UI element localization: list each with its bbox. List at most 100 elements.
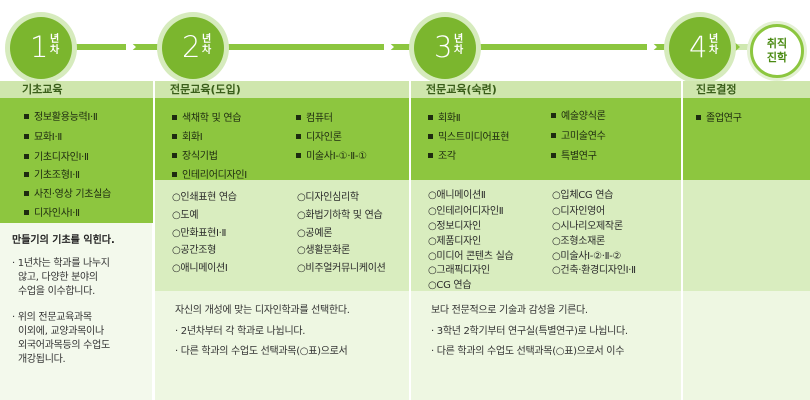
column-divider bbox=[409, 81, 411, 400]
year-label: 년차 bbox=[202, 34, 212, 56]
bullet-square-icon bbox=[24, 133, 29, 139]
basic-note-title: 만들기의 기초를 익힌다. bbox=[12, 235, 115, 246]
course-item: 조각 bbox=[428, 147, 456, 162]
course-label: 특별연구 bbox=[561, 151, 597, 162]
bullet-square-icon bbox=[24, 153, 29, 159]
header-basic: 기초교육 bbox=[0, 81, 154, 98]
bullet-square-icon bbox=[296, 152, 301, 158]
course-label: 믹스트미디어표현 bbox=[438, 132, 510, 143]
final-marker: 취직 진학 bbox=[750, 24, 804, 78]
year-number: 4 bbox=[689, 30, 708, 64]
header-mature: 전문교육(숙련) bbox=[410, 81, 682, 98]
course-item: 예술양식론 bbox=[551, 107, 606, 122]
course-item: 정보활용능력Ⅰ·Ⅱ bbox=[24, 108, 98, 123]
intro-note-title: 자신의 개성에 맞는 디자인학과를 선택한다. bbox=[175, 305, 350, 316]
elective-item: ○공예론 bbox=[297, 228, 333, 239]
timeline-line bbox=[30, 44, 730, 50]
course-label: 회화Ⅰ bbox=[182, 132, 203, 143]
course-label: 정보활용능력Ⅰ·Ⅱ bbox=[34, 112, 98, 123]
bullet-square-icon bbox=[24, 113, 29, 119]
course-item: 미술사Ⅰ-①·Ⅱ-① bbox=[296, 147, 367, 162]
elective-item: ○시나리오제작론 bbox=[552, 221, 623, 232]
course-label: 장식기법 bbox=[182, 151, 218, 162]
elective-item: ○애니메이션Ⅰ bbox=[172, 263, 228, 274]
note-line: · 위의 전문교육과목 bbox=[12, 312, 92, 323]
mature-elective-band bbox=[410, 180, 682, 291]
mature-note-title: 보다 전문적으로 기술과 감성을 기른다. bbox=[431, 305, 588, 316]
bullet-square-icon bbox=[172, 133, 177, 139]
career-required-band bbox=[682, 98, 810, 180]
course-item: 기초디자인Ⅰ·Ⅱ bbox=[24, 148, 89, 163]
note-line: 수업을 이수합니다. bbox=[18, 286, 95, 297]
elective-item: ○CG 연습 bbox=[428, 280, 472, 291]
elective-item: ○미디어 콘텐츠 실습 bbox=[428, 251, 514, 262]
course-item: 묘화Ⅰ·Ⅱ bbox=[24, 128, 62, 143]
note-line: · 1년차는 학과를 나누지 bbox=[12, 258, 110, 269]
course-item: 사진·영상 기초실습 bbox=[24, 185, 111, 200]
bullet-square-icon bbox=[551, 152, 556, 158]
course-item: 회화Ⅱ bbox=[428, 109, 461, 124]
mature-note-line: · 다른 학과의 수업도 선택과목(○표)으로서 이수 bbox=[431, 346, 625, 357]
bullet-square-icon bbox=[428, 133, 433, 139]
course-label: 기초디자인Ⅰ·Ⅱ bbox=[34, 152, 89, 163]
final-line1: 취직 bbox=[766, 37, 788, 50]
intro-required-band bbox=[154, 98, 410, 180]
course-item: 졸업연구 bbox=[696, 109, 742, 124]
basic-note-1: · 1년차는 학과를 나누지 않고, 다양한 분야의 수업을 이수합니다. bbox=[12, 257, 110, 299]
note-line: 않고, 다양한 분야의 bbox=[18, 272, 98, 283]
bullet-square-icon bbox=[24, 190, 29, 196]
final-label: 취직 진학 bbox=[753, 37, 801, 65]
bullet-square-icon bbox=[551, 132, 556, 138]
elective-item: ○인테리어디자인Ⅱ bbox=[428, 206, 504, 217]
header-career: 진로결정 bbox=[682, 81, 810, 98]
course-label: 예술양식론 bbox=[561, 111, 606, 122]
course-item: 컴퓨터 bbox=[296, 109, 333, 124]
course-label: 컴퓨터 bbox=[306, 113, 333, 124]
bullet-square-icon bbox=[428, 152, 433, 158]
note-line: 이외에, 교양과목이나 bbox=[18, 326, 104, 337]
bullet-square-icon bbox=[172, 114, 177, 120]
header-intro: 전문교육(도입) bbox=[154, 81, 410, 98]
year-label: 년차 bbox=[50, 34, 60, 56]
elective-item: ○인쇄표현 연습 bbox=[172, 192, 237, 203]
course-item: 회화Ⅰ bbox=[172, 128, 203, 143]
elective-item: ○건축·환경디자인Ⅰ·Ⅱ bbox=[552, 265, 636, 276]
bullet-square-icon bbox=[296, 114, 301, 120]
course-item: 기초조형Ⅰ·Ⅱ bbox=[24, 166, 80, 181]
basic-note-2: · 위의 전문교육과목 이외에, 교양과목이나 외국어과목등의 수업도 개강됩니… bbox=[12, 311, 110, 367]
course-item: 색채학 및 연습 bbox=[172, 109, 241, 124]
elective-item: ○입체CG 연습 bbox=[552, 190, 614, 201]
mature-note-band bbox=[410, 291, 682, 400]
year-label: 년차 bbox=[454, 34, 464, 56]
timeline-arrow bbox=[647, 38, 657, 56]
course-label: 사진·영상 기초실습 bbox=[34, 189, 111, 200]
intro-note-band bbox=[154, 291, 410, 400]
course-label: 기초조형Ⅰ·Ⅱ bbox=[34, 170, 80, 181]
course-label: 인테리어디자인Ⅰ bbox=[182, 170, 247, 181]
career-note-band bbox=[682, 291, 810, 400]
course-item: 특별연구 bbox=[551, 147, 597, 162]
bullet-square-icon bbox=[696, 114, 701, 120]
elective-item: ○그래픽디자인 bbox=[428, 265, 490, 276]
final-line2: 진학 bbox=[766, 51, 788, 64]
year-3-marker: 3 년차 bbox=[414, 17, 476, 79]
course-label: 디자인사Ⅰ·Ⅱ bbox=[34, 208, 80, 219]
course-item: 디자인사Ⅰ·Ⅱ bbox=[24, 204, 80, 219]
elective-item: ○미술사Ⅰ-②·Ⅱ-② bbox=[552, 251, 622, 262]
elective-item: ○애니메이션Ⅱ bbox=[428, 190, 486, 201]
bullet-square-icon bbox=[551, 112, 556, 118]
year-1-marker: 1 년차 bbox=[10, 17, 72, 79]
elective-item: ○정보디자인 bbox=[428, 221, 481, 232]
timeline-arrow bbox=[126, 38, 136, 56]
course-label: 미술사Ⅰ-①·Ⅱ-① bbox=[306, 151, 367, 162]
basic-note-pane bbox=[0, 223, 152, 400]
course-item: 인테리어디자인Ⅰ bbox=[172, 166, 247, 181]
elective-item: ○공간조형 bbox=[172, 245, 217, 256]
bullet-square-icon bbox=[296, 133, 301, 139]
course-item: 믹스트미디어표현 bbox=[428, 128, 510, 143]
course-label: 디자인론 bbox=[306, 132, 342, 143]
bullet-square-icon bbox=[172, 171, 177, 177]
year-number: 3 bbox=[434, 30, 453, 64]
intro-note-line: · 2년차부터 각 학과로 나뉩니다. bbox=[175, 326, 306, 337]
elective-item: ○도예 bbox=[172, 210, 199, 221]
